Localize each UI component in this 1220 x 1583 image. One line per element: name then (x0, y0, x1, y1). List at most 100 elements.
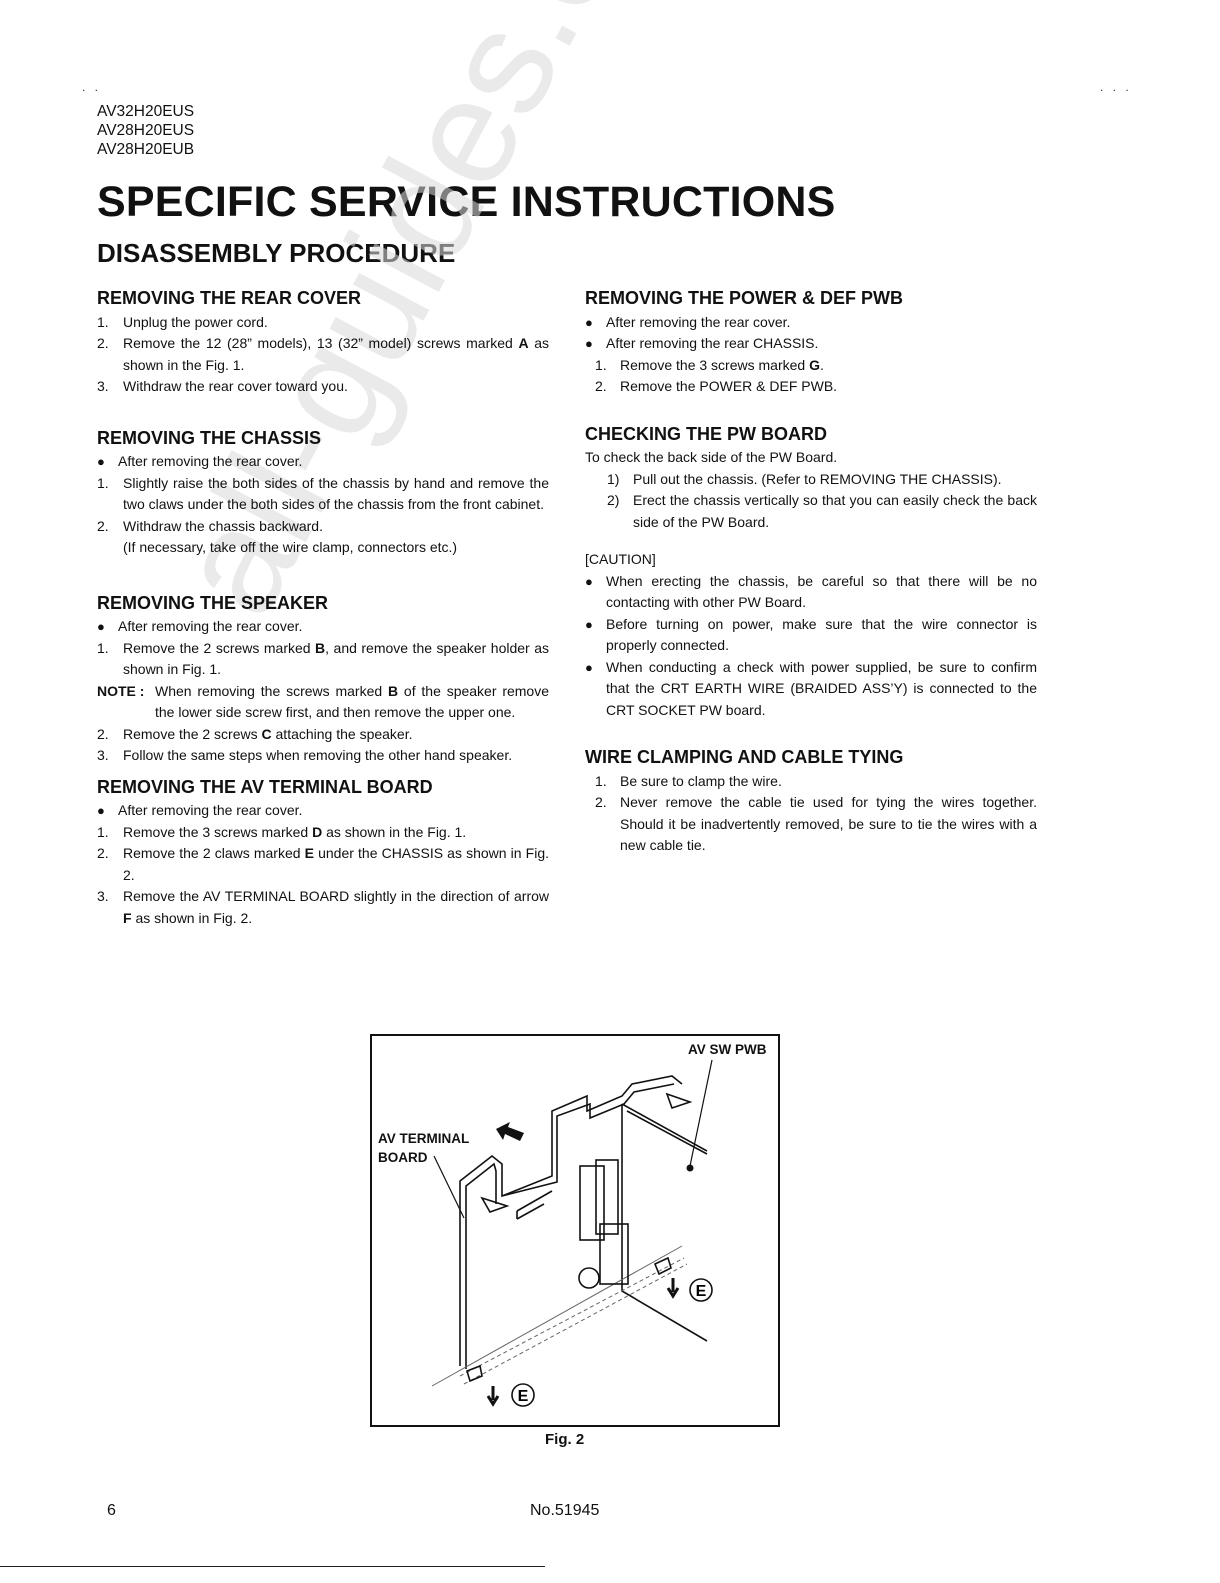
item-text: Remove the 2 claws marked E under the CH… (123, 845, 549, 883)
list-item: 1. Unplug the power cord. (97, 312, 549, 334)
item-number: 1. (595, 772, 607, 789)
item-number: 2) (607, 492, 620, 508)
list-item: 3. Remove the AV TERMINAL BOARD slightly… (97, 886, 549, 929)
item-text: After removing the rear cover. (606, 313, 791, 330)
item-text: Erect the chassis vertically so that you… (633, 492, 1037, 530)
item-number: 1. (595, 356, 607, 373)
model-number: AV32H20EUS (97, 103, 195, 120)
arrow-mark: F (123, 909, 132, 926)
section-chassis: REMOVING THE CHASSIS ● After removing th… (97, 428, 549, 559)
av-terminal-diagram: E E (431, 1059, 713, 1407)
item-number: 2. (97, 335, 109, 351)
left-column: REMOVING THE REAR COVER 1. Unplug the po… (97, 288, 549, 929)
item-text: Slightly raise the both sides of the cha… (123, 474, 549, 513)
section-rear-cover: REMOVING THE REAR COVER 1. Unplug the po… (97, 288, 549, 398)
item-number: 1. (97, 474, 109, 491)
item-text: Pull out the chassis. (Refer to REMOVING… (633, 470, 1002, 487)
list-item: 1. Remove the 2 screws marked B, and rem… (97, 638, 549, 681)
figure-caption: Fig. 2 (545, 1431, 585, 1448)
screw-mark: B (387, 682, 399, 699)
item-text: Remove the 2 screws C attaching the spea… (123, 725, 413, 742)
section-speaker: REMOVING THE SPEAKER ● After removing th… (97, 593, 549, 767)
list-item: 2. Remove the 2 claws marked E under the… (97, 843, 549, 886)
section-title: REMOVING THE AV TERMINAL BOARD (97, 776, 433, 797)
item-text: Remove the 3 screws marked G. (620, 356, 824, 373)
item-number: 1. (97, 639, 109, 656)
claw-mark: E (304, 845, 314, 861)
item-text: (If necessary, take off the wire clamp, … (123, 539, 458, 555)
section-title: REMOVING THE SPEAKER (97, 592, 329, 613)
section-title: REMOVING THE CHASSIS (97, 427, 322, 448)
item-text: After removing the rear CHASSIS. (606, 335, 819, 351)
list-item: ● After removing the rear cover. (97, 616, 549, 638)
label-av-sw-pwb: AV SW PWB (688, 1042, 767, 1057)
item-number: 2. (97, 845, 109, 861)
caution-item: ● When erecting the chassis, be careful … (585, 571, 1037, 614)
list-item: 2. Never remove the cable tie used for t… (585, 792, 1037, 857)
screw-mark: C (261, 725, 272, 742)
bottom-divider (0, 1566, 545, 1567)
section-av-terminal: REMOVING THE AV TERMINAL BOARD ● After r… (97, 777, 549, 930)
claw-e-marker (689, 1278, 713, 1302)
item-text: Remove the 2 screws marked B, and remove… (123, 639, 549, 678)
page-title: SPECIFIC SERVICE INSTRUCTIONS (97, 178, 836, 226)
bullet-icon: ● (585, 336, 593, 351)
item-text: Never remove the cable tie used for tyin… (620, 794, 1037, 853)
item-text: When conducting a check with power suppl… (606, 658, 1037, 718)
item-number: 2. (97, 725, 109, 742)
item-text: When erecting the chassis, be careful so… (606, 572, 1037, 611)
page-subtitle: DISASSEMBLY PROCEDURE (97, 238, 456, 268)
item-number: 3. (97, 747, 109, 763)
screw-mark: G (809, 356, 820, 373)
label-av-terminal-board: AV TERMINAL BOARD (378, 1131, 470, 1165)
item-number: 1. (97, 313, 109, 330)
list-item: ● After removing the rear cover. (585, 312, 1037, 334)
item-text: Remove the AV TERMINAL BOARD slightly in… (123, 888, 549, 926)
item-text: Remove the 3 screws marked D as shown in… (123, 823, 467, 840)
document-number: No.51945 (530, 1502, 600, 1519)
caution-item: ● Before turning on power, make sure tha… (585, 614, 1037, 657)
caution-label: [CAUTION] (585, 551, 656, 567)
page-number: 6 (107, 1502, 116, 1519)
down-arrow-icon (486, 1386, 500, 1407)
list-item: ● After removing the rear cover. (97, 800, 549, 822)
bullet-icon: ● (585, 616, 593, 632)
item-text: Remove the 12 (28” models), 13 (32” mode… (123, 335, 549, 373)
list-item: ● After removing the rear cover. (97, 451, 549, 473)
item-number: 2. (97, 517, 109, 534)
claw-e-label: E (696, 1283, 707, 1300)
item-text: After removing the rear cover. (118, 802, 303, 818)
screw-mark: D (312, 823, 323, 840)
screw-mark: A (518, 335, 529, 351)
list-item: 1. Remove the 3 screws marked G. (585, 355, 1037, 377)
list-item: 2. Remove the 12 (28” models), 13 (32” m… (97, 333, 549, 376)
item-number: 2. (595, 378, 607, 394)
arrow-f-icon (496, 1122, 524, 1141)
bullet-icon: ● (97, 803, 105, 818)
screw-mark: B (315, 639, 326, 656)
item-number: 1. (97, 823, 109, 840)
caution-item: ● When conducting a check with power sup… (585, 657, 1037, 722)
corner-dots-right: . . . (1100, 80, 1132, 94)
figure-2: E E AV SW PWB AV TERMINAL BOARD (370, 1034, 780, 1427)
item-number: 3. (97, 888, 109, 904)
item-text: Be sure to clamp the wire. (620, 772, 782, 789)
item-text: Unplug the power cord. (123, 313, 268, 330)
bullet-icon: ● (585, 659, 593, 675)
item-number: 2. (595, 794, 607, 810)
section-intro: To check the back side of the PW Board. (585, 449, 838, 465)
section-title: REMOVING THE POWER & DEF PWB (585, 288, 904, 308)
model-number: AV28H20EUB (97, 141, 195, 158)
list-item: 2. Remove the POWER & DEF PWB. (585, 376, 1037, 398)
list-item: (If necessary, take off the wire clamp, … (97, 537, 549, 559)
list-item: 1. Remove the 3 screws marked D as shown… (97, 822, 549, 844)
section-title: REMOVING THE REAR COVER (97, 288, 362, 308)
list-item: 2) Erect the chassis vertically so that … (585, 490, 1037, 533)
down-arrow-icon (666, 1278, 680, 1299)
item-number: 1) (607, 470, 620, 487)
right-column: REMOVING THE POWER & DEF PWB ● After rem… (585, 288, 1037, 857)
section-title: WIRE CLAMPING AND CABLE TYING (585, 747, 904, 767)
note-text: When removing the screws marked B of the… (155, 682, 550, 721)
model-list: AV32H20EUS AV28H20EUS AV28H20EUB (97, 102, 194, 159)
item-text: After removing the rear cover. (118, 453, 303, 469)
